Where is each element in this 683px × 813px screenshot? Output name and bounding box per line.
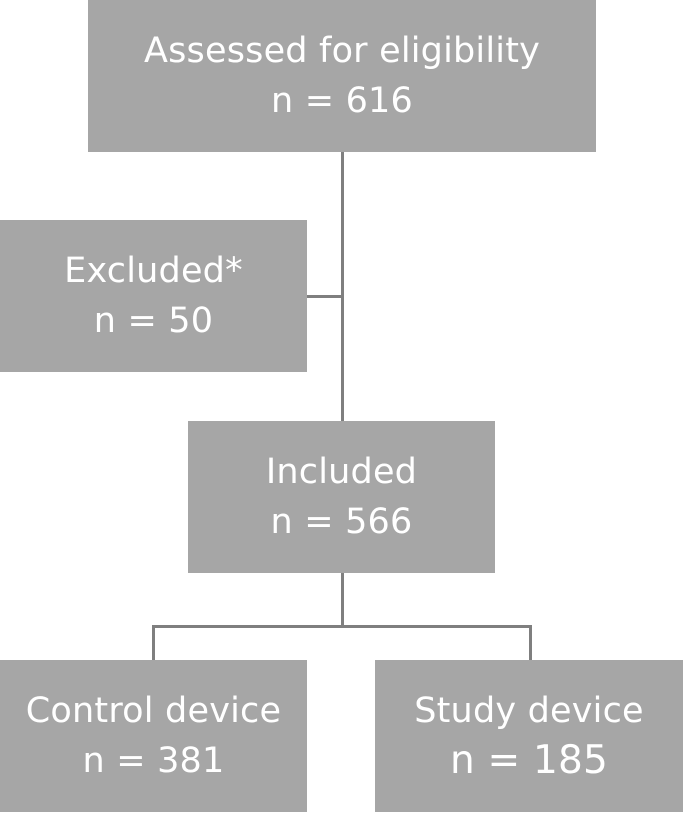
study-device-count: n = 185	[449, 738, 609, 783]
study-device-label: Study device	[414, 691, 644, 731]
assessed-box: Assessed for eligibility n = 616	[88, 0, 596, 152]
connector-branch-to-excluded	[307, 295, 343, 298]
excluded-label: Excluded*	[64, 251, 243, 291]
control-device-count: n = 381	[82, 741, 225, 781]
control-device-label: Control device	[25, 691, 282, 731]
assessed-count: n = 616	[271, 81, 413, 121]
included-label: Included	[265, 452, 418, 492]
connector-included-down	[341, 573, 344, 627]
connector-to-control	[152, 625, 155, 660]
control-device-box: Control device n = 381	[0, 660, 307, 812]
excluded-count: n = 50	[93, 301, 214, 341]
included-count: n = 566	[270, 502, 413, 542]
included-box: Included n = 566	[188, 421, 495, 573]
excluded-box: Excluded* n = 50	[0, 220, 307, 372]
study-device-box: Study device n = 185	[375, 660, 683, 812]
connector-to-study	[529, 625, 532, 660]
connector-assessed-to-included	[341, 152, 344, 421]
assessed-label: Assessed for eligibility	[143, 31, 541, 71]
connector-split-horizontal	[152, 625, 532, 628]
